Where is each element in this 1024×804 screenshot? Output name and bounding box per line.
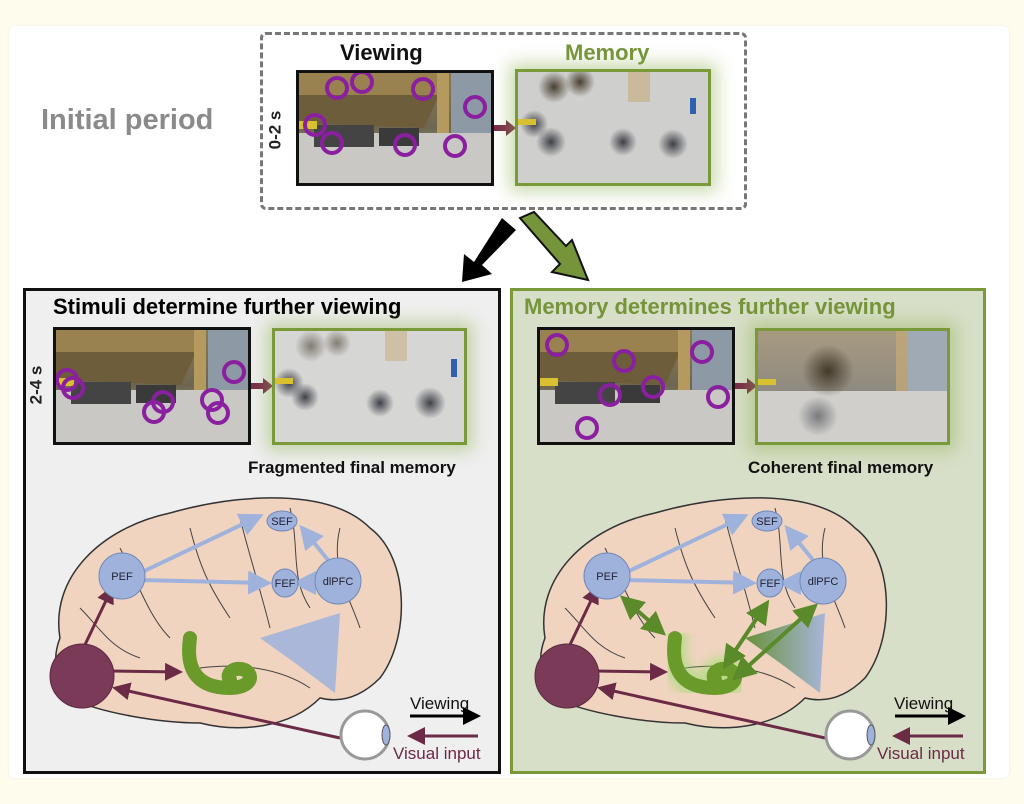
dlpfc-label: dlPFC [323,576,354,588]
transfer-arrow-icon [251,378,273,394]
fixation-circle [411,77,435,101]
visual-cortex [534,643,600,709]
fixation-circle [598,383,622,407]
memory-heading: Memory [565,40,650,65]
sef-label: SEF [271,516,293,528]
street-scene [56,330,248,442]
scene-image-memory [537,327,735,445]
fixation-circle [61,376,85,400]
legend-visual-input-label: Visual input [393,744,481,763]
fixation-circle [222,360,246,384]
memory-scene [758,331,947,442]
fixation-circle [206,401,230,425]
legend-visual-input-label: Visual input [877,744,965,763]
memory-scene [275,331,464,442]
memory-branch-arrow-icon [518,210,590,282]
street-scene [540,330,732,442]
memory-image-initial [515,69,711,186]
stimuli-panel-title: Stimuli determine further viewing [53,294,402,319]
initial-period-label: Initial period [41,104,214,136]
fixation-circle [350,73,374,94]
dlpfc-label: dlPFC [808,576,839,588]
viewing-heading: Viewing [340,40,423,65]
scene-image-stimuli [53,327,251,445]
memory-pef-connection [619,595,667,636]
fef-label: FEF [275,578,296,590]
fixation-circle [443,134,467,158]
coherent-memory-image [755,328,950,445]
legend-viewing-label: Viewing [410,694,470,713]
hippocampus [182,631,257,696]
memory-dlpfc-connection [732,603,818,681]
fixation-circle [690,340,714,364]
fixation-circle [612,349,636,373]
initial-period-box [260,32,747,210]
memory-scene [518,72,708,183]
fixation-circle [545,333,569,357]
brain-diagram-stimuli: PEF SEF FEF dlPFC [49,497,481,761]
transfer-arrow-icon [735,378,757,394]
coherent-memory-caption: Coherent final memory [748,458,934,477]
fragmented-memory-image [272,328,467,445]
fragmented-memory-caption: Fragmented final memory [248,458,456,477]
dlpfc-region [799,557,847,605]
memory-panel-title: Memory determines further viewing [524,294,896,319]
sef-label: SEF [756,516,778,528]
pef-region [583,552,631,600]
scene-image-initial [296,70,494,186]
legend-viewing-label: Viewing [894,694,954,713]
sef-region [751,510,783,532]
pef-region [98,552,146,600]
fixation-overlay-initial [303,73,487,158]
street-scene [299,73,491,183]
visual-cortex [49,643,115,709]
pef-label: PEF [111,571,133,583]
fixation-circle [325,76,349,100]
dlpfc-region [314,557,362,605]
hippocampus [667,631,742,696]
fixation-circle [142,400,166,424]
fixation-circle [641,375,665,399]
time-label-initial: 0-2 s [265,110,285,150]
time-label-later: 2-4 s [26,365,46,405]
stimuli-branch-arrow-icon [462,218,516,282]
fixation-circle [575,416,599,440]
fef-region [271,568,299,598]
branch-arrows [462,210,590,282]
fixation-circle [200,388,224,412]
fixation-circle [320,131,344,155]
pef-label: PEF [596,571,618,583]
fixation-circle [463,95,487,119]
fef-region [756,568,784,598]
fixation-circle [706,385,730,409]
sef-region [266,510,298,532]
fef-label: FEF [760,578,781,590]
brain-diagram-memory: PEF SEF FEF dlPFC [534,497,966,761]
fixation-circle [303,113,327,137]
fixation-circle [393,133,417,157]
transfer-arrow-icon [494,120,516,136]
prefrontal-projection [260,613,340,693]
